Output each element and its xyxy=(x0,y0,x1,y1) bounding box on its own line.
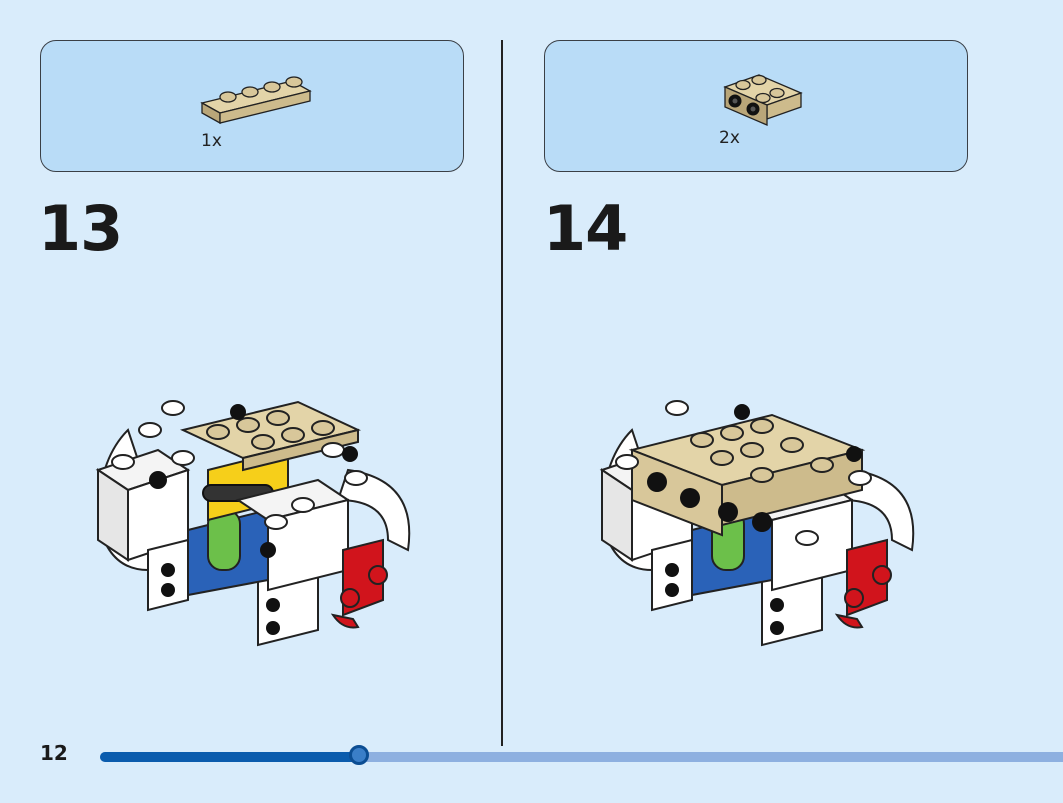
progress-bar-track xyxy=(100,752,1063,762)
step-divider xyxy=(501,40,503,746)
model-illustration-step-14 xyxy=(599,400,915,647)
progress-bar-fill xyxy=(100,752,360,762)
parts-callout-step-14: 2x xyxy=(544,40,968,172)
model-illustration-step-13 xyxy=(95,400,411,647)
page-number: 12 xyxy=(40,741,68,765)
part-quantity: 1x xyxy=(201,131,222,151)
tan-plate-1x4-icon xyxy=(200,76,312,125)
progress-bar-knob xyxy=(349,745,369,765)
part-quantity: 2x xyxy=(719,128,740,148)
parts-callout-step-13: 1x xyxy=(40,40,464,172)
step-number: 14 xyxy=(543,192,628,265)
step-number: 13 xyxy=(38,192,123,265)
tan-bracket-icon xyxy=(723,74,803,126)
